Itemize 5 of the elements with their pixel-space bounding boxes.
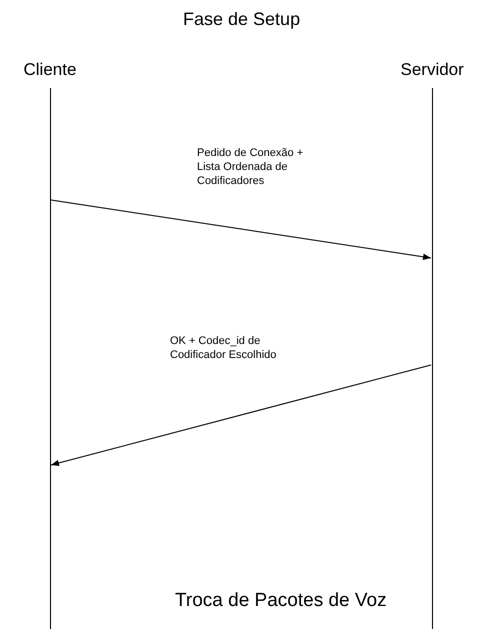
participant-label: Cliente <box>24 60 76 80</box>
arrow <box>50 200 432 260</box>
arrow <box>50 364 432 466</box>
title: Fase de Setup <box>183 8 300 30</box>
participant-label: Servidor <box>400 60 464 80</box>
